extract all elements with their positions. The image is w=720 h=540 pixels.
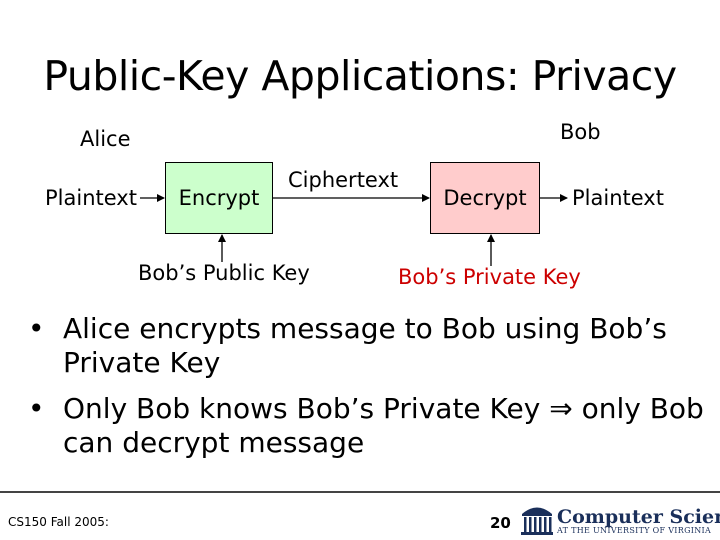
plaintext-left-label: Plaintext — [45, 186, 137, 210]
bullet-text: Only Bob knows Bob’s Private Key — [63, 392, 550, 425]
bullet-item: • Alice encrypts message to Bob using Bo… — [28, 312, 708, 380]
footer-divider — [0, 491, 720, 493]
plaintext-right-label: Plaintext — [572, 186, 664, 210]
logo-subtitle: AT THE UNIVERSITY OF VIRGINIA — [557, 526, 712, 535]
alice-label: Alice — [80, 127, 131, 151]
bullet-text: Alice encrypts message to Bob using — [63, 312, 590, 345]
rotunda-logo-icon — [521, 507, 553, 535]
bob-label: Bob — [560, 120, 601, 144]
bullet-highlight: Bob’s Private Key — [63, 312, 667, 379]
bullet-dot-icon: • — [28, 312, 45, 345]
private-key-label: Bob’s Private Key — [398, 265, 581, 289]
encrypt-box-label: Encrypt — [178, 186, 260, 210]
page-number: 20 — [490, 514, 511, 532]
logo-title: Computer Science — [557, 506, 720, 528]
decrypt-box: Decrypt — [430, 162, 540, 234]
footer-course-label: CS150 Fall 2005: — [8, 515, 109, 529]
public-key-label: Bob’s Public Key — [138, 261, 310, 285]
decrypt-box-label: Decrypt — [443, 186, 527, 210]
bullet-dot-icon: • — [28, 392, 45, 425]
encrypt-box: Encrypt — [165, 162, 273, 234]
slide-title: Public-Key Applications: Privacy — [43, 52, 677, 100]
implies-symbol-icon: ⇒ — [549, 392, 573, 425]
bullet-item: • Only Bob knows Bob’s Private Key ⇒ onl… — [28, 392, 708, 460]
bullet-list: • Alice encrypts message to Bob using Bo… — [28, 312, 708, 472]
bullet-text-suffix: only Bob can decrypt message — [63, 392, 704, 459]
ciphertext-label: Ciphertext — [288, 168, 399, 192]
